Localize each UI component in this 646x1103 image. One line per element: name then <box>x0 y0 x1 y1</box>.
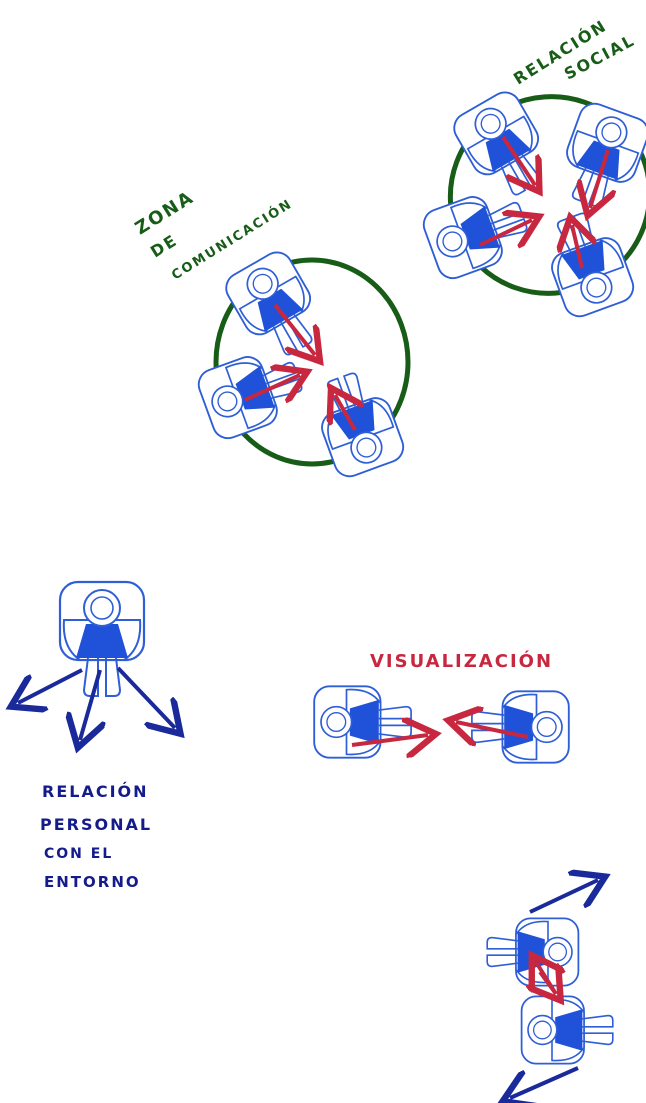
personal-label-line4: ENTORNO <box>44 873 141 891</box>
person-social-l <box>419 182 534 282</box>
person-left <box>194 342 309 442</box>
communication-zone-group: ZONA DE COMUNICACIÓN <box>132 187 408 481</box>
navy-arrow <box>530 880 598 912</box>
visualizacion-label: VISUALIZACIÓN <box>370 650 553 672</box>
personal-label-line3: CON EL <box>44 846 113 862</box>
person-b-bottom <box>522 996 613 1063</box>
back-to-back-group <box>487 880 613 1098</box>
zona-label-line1: ZONA <box>132 187 199 239</box>
person-social-tr <box>552 99 646 214</box>
navy-arrow <box>18 670 82 703</box>
person-vis-left <box>314 686 411 757</box>
personal-label-line1: RELACIÓN <box>42 782 149 801</box>
personal-relation-group: RELACIÓN PERSONAL CON EL ENTORNO <box>18 582 175 891</box>
personal-label-line2: PERSONAL <box>40 815 152 834</box>
visualization-group: VISUALIZACIÓN <box>314 650 569 763</box>
zona-label-line2: DE <box>147 230 181 261</box>
navy-arrow <box>80 670 100 740</box>
social-relation-group: RELACIÓN SOCIAL <box>418 16 646 326</box>
person-social-br <box>537 205 637 320</box>
person-personal <box>60 582 144 696</box>
navy-arrow <box>118 668 175 728</box>
person-b-top <box>487 918 578 985</box>
navy-arrow <box>510 1068 578 1098</box>
person-social-tl <box>449 87 559 207</box>
